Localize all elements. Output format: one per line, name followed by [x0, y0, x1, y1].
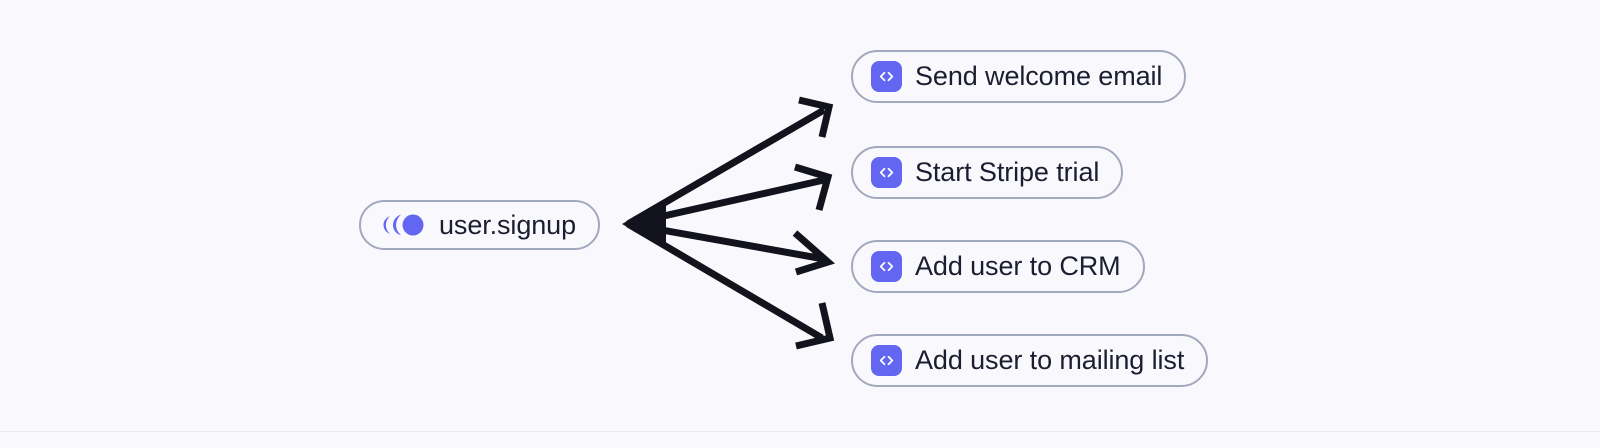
bottom-divider [0, 431, 1600, 432]
trigger-node-user-signup[interactable]: user.signup [359, 200, 600, 250]
code-brackets-icon [871, 61, 902, 92]
code-brackets-icon [871, 157, 902, 188]
edge-line-0 [626, 106, 826, 228]
action-node-label: Send welcome email [915, 61, 1163, 91]
action-node-label: Add user to mailing list [915, 345, 1185, 375]
arrowhead-2 [792, 230, 835, 276]
edge-line-3 [626, 220, 824, 342]
action-node-add-user-to-mailing-list[interactable]: Add user to mailing list [851, 334, 1209, 387]
arrowhead-1 [793, 163, 833, 211]
code-brackets-icon [871, 345, 902, 376]
action-node-send-welcome-email[interactable]: Send welcome email [851, 50, 1187, 103]
junction-arrowhead [622, 199, 666, 249]
arrowhead-3 [795, 302, 835, 350]
edge-line-1 [627, 176, 825, 228]
code-brackets-icon [871, 251, 902, 282]
trigger-node-label: user.signup [439, 209, 576, 240]
arrowhead-0 [798, 96, 834, 138]
action-node-start-stripe-trial[interactable]: Start Stripe trial [851, 146, 1124, 199]
action-node-label: Add user to CRM [915, 251, 1121, 281]
broadcast-icon [381, 214, 425, 236]
action-node-add-user-to-crm[interactable]: Add user to CRM [851, 240, 1145, 293]
action-node-label: Start Stripe trial [915, 157, 1100, 187]
edge-line-2 [627, 220, 825, 263]
